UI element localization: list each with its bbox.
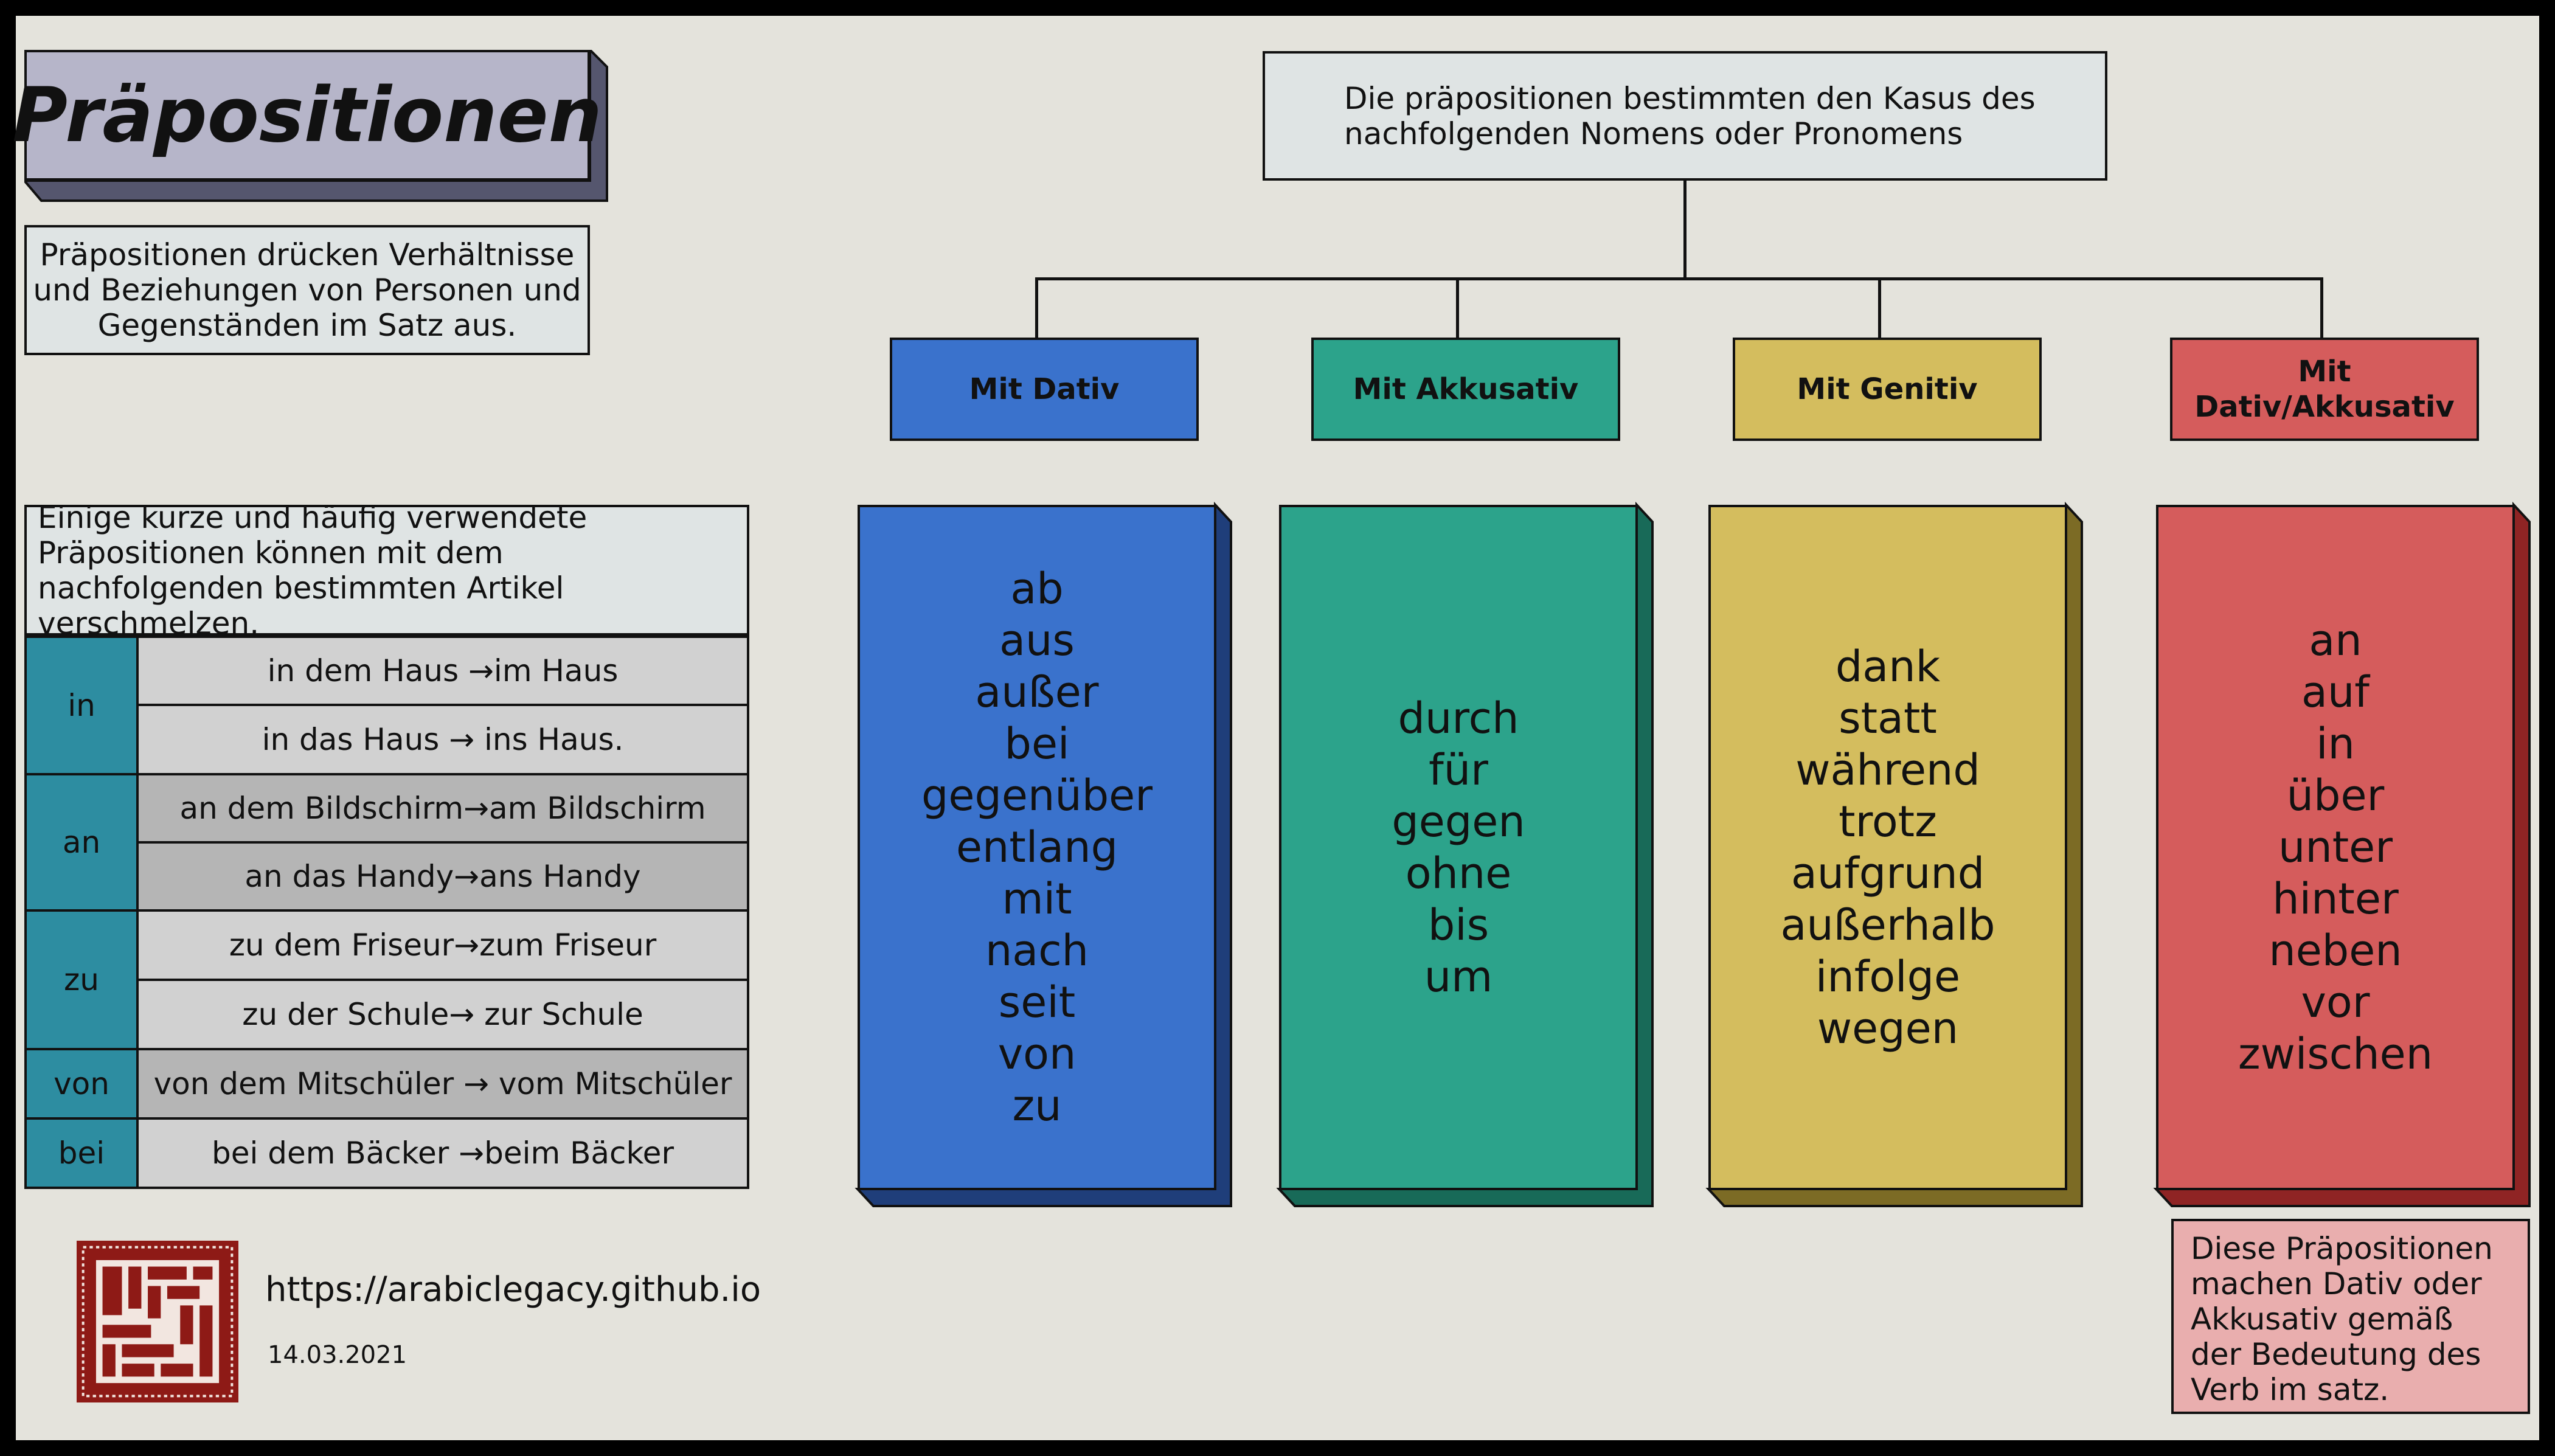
dual-case-note: Diese Präpositionen machen Dativ oder Ak… — [2171, 1219, 2530, 1414]
preposition-word: durch — [1398, 693, 1519, 743]
preposition-word: auf — [2301, 667, 2370, 717]
merge-label-an: an — [24, 773, 139, 912]
preposition-word: mit — [1002, 874, 1072, 924]
preposition-word: dank — [1835, 641, 1941, 692]
preposition-word: während — [1795, 744, 1980, 795]
preposition-word: außerhalb — [1780, 900, 1995, 950]
title-shadow — [24, 50, 608, 202]
preposition-word: hinter — [2272, 874, 2399, 924]
merge-example: in dem Haus →im Haus — [136, 636, 749, 706]
intro-text: Präpositionen drücken Verhältnisse und B… — [24, 225, 590, 355]
preposition-word: bis — [1427, 900, 1489, 950]
header-mit-genitiv: Mit Genitiv — [1733, 338, 2042, 441]
merge-example: von dem Mitschüler → vom Mitschüler — [136, 1048, 749, 1120]
preposition-word: vor — [2301, 977, 2370, 1027]
preposition-word: in — [2316, 719, 2355, 769]
preposition-word: ohne — [1405, 848, 1512, 898]
connector-trunk — [1683, 181, 1687, 280]
header-mit-dativ-akkusativ: Mit Dativ/Akkusativ — [2170, 338, 2479, 441]
preposition-word: statt — [1839, 693, 1937, 743]
merge-example: bei dem Bäcker →beim Bäcker — [136, 1117, 749, 1189]
preposition-word: trotz — [1839, 796, 1937, 847]
footer-date: 14.03.2021 — [268, 1341, 407, 1369]
preposition-word: gegenüber — [921, 771, 1153, 820]
preposition-word: entlang — [955, 822, 1118, 872]
header-mit-akkusativ: Mit Akkusativ — [1311, 338, 1620, 441]
connector-genitiv — [1878, 277, 1881, 338]
footer-url[interactable]: https://arabiclegacy.github.io — [265, 1270, 761, 1309]
preposition-word: wegen — [1817, 1003, 1959, 1053]
merge-example: an dem Bildschirm→am Bildschirm — [136, 773, 749, 844]
merge-example: in das Haus → ins Haus. — [136, 704, 749, 775]
preposition-word: für — [1429, 744, 1488, 795]
preposition-word: nach — [985, 926, 1089, 976]
preposition-word: an — [2309, 615, 2362, 665]
merge-label-von: von — [24, 1048, 139, 1120]
definition-box: Die präpositionen bestimmten den Kasus d… — [1263, 51, 2107, 181]
merge-example: zu der Schule→ zur Schule — [136, 979, 749, 1050]
preposition-word: von — [997, 1029, 1076, 1079]
preposition-word: seit — [998, 977, 1076, 1027]
preposition-word: infolge — [1815, 951, 1961, 1002]
header-mit-dativ: Mit Dativ — [890, 338, 1199, 441]
merge-label-zu: zu — [24, 909, 139, 1050]
connector-dativ-akkusativ — [2320, 277, 2323, 338]
preposition-word: aus — [999, 615, 1075, 665]
preposition-word: bei — [1004, 719, 1070, 769]
preposition-word: neben — [2269, 926, 2402, 976]
merge-label-in: in — [24, 636, 139, 775]
preposition-word: zu — [1012, 1081, 1062, 1131]
connector-akkusativ — [1456, 277, 1459, 338]
page-title: Präpositionen — [12, 50, 602, 181]
preposition-word: über — [2286, 771, 2385, 820]
preposition-word: gegen — [1392, 796, 1525, 847]
preposition-word: ab — [1010, 564, 1064, 614]
merge-example: zu dem Friseur→zum Friseur — [136, 909, 749, 981]
connector-horizontal — [1035, 277, 2323, 280]
merge-example: an das Handy→ans Handy — [136, 841, 749, 912]
preposition-word: außer — [975, 667, 1099, 717]
merge-note: Einige kurze und häufig verwendete Präpo… — [24, 500, 749, 641]
preposition-word: um — [1424, 951, 1493, 1002]
maze-logo-icon — [77, 1241, 238, 1402]
preposition-word: aufgrund — [1791, 848, 1985, 898]
connector-dativ — [1035, 277, 1038, 338]
preposition-word: zwischen — [2238, 1029, 2433, 1079]
merge-label-bei: bei — [24, 1117, 139, 1189]
preposition-word: unter — [2278, 822, 2393, 872]
